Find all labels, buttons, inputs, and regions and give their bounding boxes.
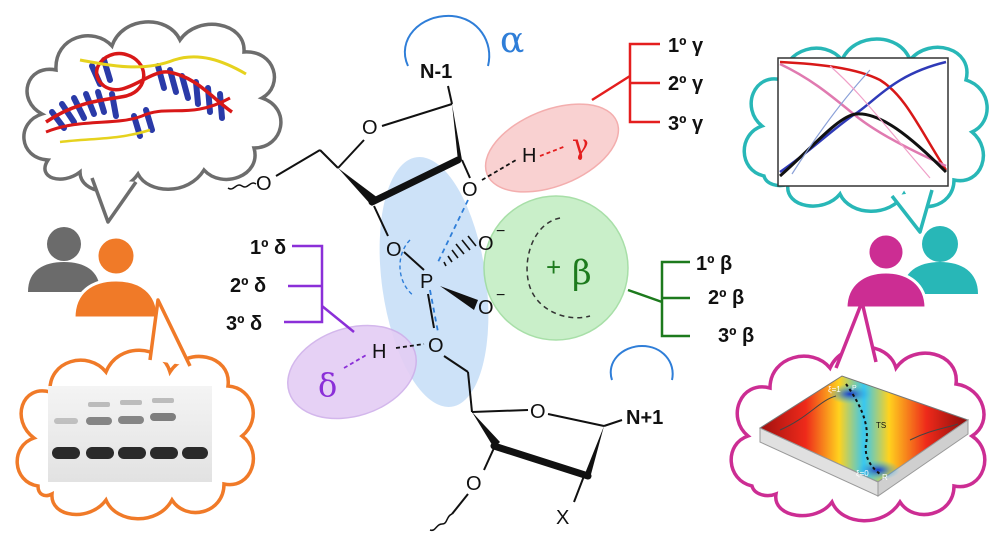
bottom-sugar-ring: O N+1 O X — [429, 355, 663, 532]
atom-o-2prime: O — [462, 179, 478, 201]
h-bond-delta-purple — [343, 353, 369, 369]
atom-o-ring-top: O — [362, 117, 378, 139]
charge-minus-bottom: − — [496, 287, 505, 304]
h-bond-delta-o — [395, 343, 425, 349]
rna-ribbon-structure-icon — [45, 51, 247, 144]
gamma-level-2: 2º γ — [668, 73, 704, 95]
reaction-coordinate-top — [437, 199, 469, 263]
n-plus-1-arc — [609, 344, 674, 381]
cloud-tail-teal — [890, 189, 934, 234]
label-xi-one: ξ=1 — [828, 385, 841, 394]
cloud-energy-plot — [742, 37, 989, 234]
atom-o-3prime: O — [386, 239, 402, 261]
delta-level-3: 3º δ — [226, 313, 262, 335]
person-icon-orange — [72, 235, 160, 320]
beta-level-3: 3º β — [718, 325, 754, 347]
atom-o-5prime-leaving: O — [428, 335, 444, 357]
reaction-coordinate-bottom — [429, 289, 439, 333]
h-bond-gamma-red — [539, 145, 567, 157]
top-sugar-ring: N-1 O O O O — [227, 61, 478, 261]
cloud-free-energy-surface: ξ=1 P TS ξ=0 R — [729, 300, 987, 523]
delta-level-2: 2º δ — [230, 275, 266, 297]
delta-bracket — [284, 244, 355, 333]
free-energy-surface-icon: ξ=1 P TS ξ=0 R — [758, 375, 970, 497]
person-icon-gray — [28, 227, 100, 292]
gamma-ellipse — [484, 103, 620, 193]
cloud-gel — [15, 298, 255, 521]
inline-angle-arc — [399, 239, 415, 297]
atom-h-delta: H — [372, 341, 386, 363]
beta-level-1: 1º β — [696, 253, 732, 275]
gamma-bracket — [591, 42, 660, 124]
atom-o-minus-bottom: O — [478, 297, 494, 319]
beta-bracket — [627, 260, 690, 338]
label-xi-zero: ξ=0 — [856, 469, 869, 478]
phosphate-group: P O − O − — [403, 223, 505, 329]
gamma-level-1: 1º γ — [668, 35, 704, 57]
cloud-tail-gray — [90, 177, 138, 224]
alpha-arc — [403, 14, 491, 67]
label-x-group: X — [556, 507, 569, 529]
gel-electrophoresis-icon — [48, 386, 212, 482]
cloud-tail-orange — [148, 298, 192, 367]
label-r: R — [882, 473, 888, 482]
atom-o-minus-top: O — [478, 233, 494, 255]
atom-p-center: P — [420, 271, 433, 293]
cloud-tail-magenta — [834, 300, 878, 369]
delta-label: δ — [318, 366, 337, 404]
beta-level-2: 2º β — [708, 287, 744, 309]
alpha-label: α — [500, 20, 524, 61]
label-ts: TS — [876, 421, 886, 430]
gamma-label: γ — [572, 128, 589, 161]
atom-o-3prime-bottom: O — [466, 473, 482, 495]
atom-h-gamma: H — [522, 145, 536, 167]
label-n-plus-1: N+1 — [626, 407, 663, 429]
cloud-rna-structure — [22, 20, 283, 193]
delta-level-1: 1º δ — [250, 237, 286, 259]
beta-label: β — [572, 253, 592, 293]
label-p-top: P — [852, 385, 857, 392]
energy-profile-plot-icon — [777, 57, 949, 187]
gamma-level-3: 3º γ — [668, 113, 704, 135]
charge-minus-top: − — [496, 223, 505, 240]
beta-plus-label: + — [546, 252, 561, 282]
label-n-minus-1: N-1 — [420, 61, 452, 83]
delta-ellipse — [287, 324, 417, 420]
person-icon-magenta — [844, 232, 928, 310]
atom-o-ring-bottom: O — [530, 401, 546, 423]
beta-circle — [483, 195, 629, 341]
cloud-outline-gray — [22, 20, 283, 193]
atom-o-5prime-top: O — [256, 173, 272, 195]
